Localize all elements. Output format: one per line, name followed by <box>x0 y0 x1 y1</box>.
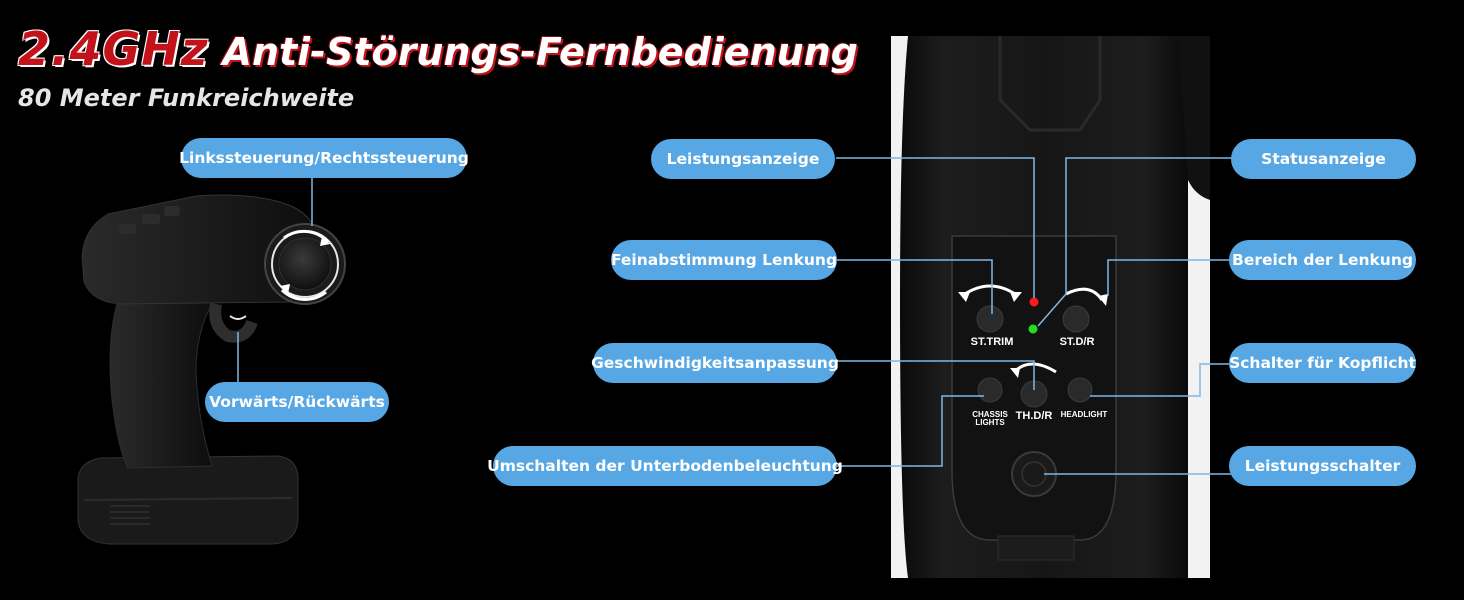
subtitle-range: 80 Meter Funkreichweite <box>18 84 355 112</box>
headlight-label: HEADLIGHT <box>1060 410 1108 419</box>
chassis-lights-label-line2: LIGHTS <box>975 418 1005 428</box>
status-led-icon <box>1028 324 1038 334</box>
transmitter-image <box>77 194 346 545</box>
title-frequency: 2.4GHz <box>18 22 209 76</box>
chassis-lights-label: CHASSIS LIGHTS <box>962 410 1018 428</box>
chassis-lights-label-line1: CHASSIS <box>972 410 1008 419</box>
callout-speed-adjust: Geschwindigkeitsanpassung <box>591 343 839 383</box>
connector-lines <box>237 157 1232 475</box>
page-title: 2.4GHz Anti-Störungs-Fernbedienung <box>18 22 858 82</box>
power-led-icon <box>1029 297 1039 307</box>
st-dr-label: ST.D/R <box>1059 336 1095 348</box>
callout-power-indicator: Leistungsanzeige <box>651 139 835 179</box>
callout-power-switch: Leistungsschalter <box>1229 446 1416 486</box>
callout-forward-reverse: Vorwärts/Rückwärts <box>205 382 389 422</box>
callout-steering-range: Bereich der Lenkung <box>1229 240 1416 280</box>
callout-underbody-light-switch: Umschalten der Unterbodenbeleuchtung <box>487 446 843 486</box>
control-panel-image <box>891 36 1210 578</box>
callout-headlight-switch: Schalter für Kopflicht <box>1229 343 1416 383</box>
title-product: Anti-Störungs-Fernbedienung <box>222 30 858 74</box>
callout-status-indicator: Statusanzeige <box>1231 139 1416 179</box>
st-trim-label: ST.TRIM <box>970 336 1014 348</box>
callout-steering-side: Linkssteuerung/Rechtssteuerung <box>179 138 469 178</box>
callout-fine-tune-steering: Feinabstimmung Lenkung <box>611 240 837 280</box>
th-dr-label: TH.D/R <box>1015 410 1053 422</box>
